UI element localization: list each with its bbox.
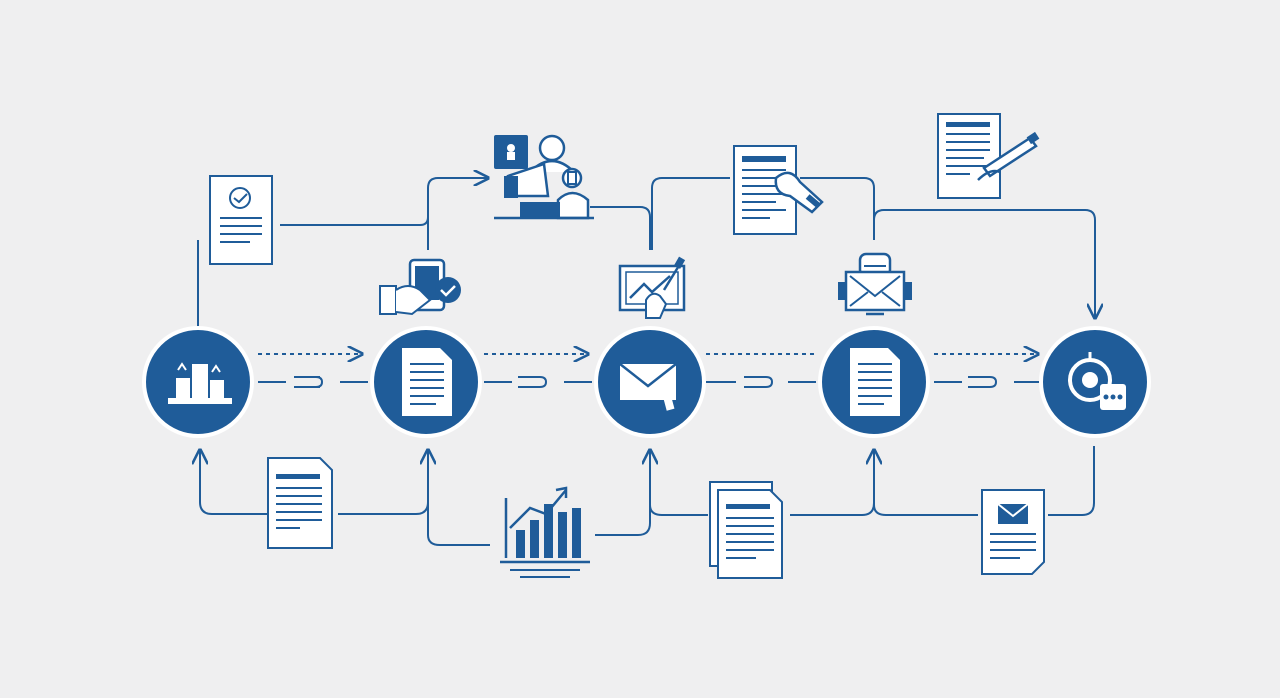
growth-chart-icon bbox=[500, 486, 590, 578]
office-building-icon bbox=[168, 362, 232, 404]
document-icon bbox=[402, 348, 452, 416]
document-icon bbox=[850, 348, 900, 416]
main-node-1 bbox=[142, 326, 254, 438]
mail-printer-icon bbox=[838, 252, 912, 316]
flow-3-4 bbox=[706, 353, 816, 388]
target-chat-icon bbox=[1068, 352, 1126, 410]
mobile-approval-icon bbox=[379, 258, 461, 316]
flow-1-2 bbox=[258, 354, 368, 388]
main-node-5 bbox=[1039, 326, 1151, 438]
email-signature-icon bbox=[619, 363, 677, 411]
marketing-team-icon bbox=[494, 134, 594, 220]
flow-2-3 bbox=[484, 354, 592, 388]
upper-connectors bbox=[197, 178, 1095, 330]
presentation-board-icon bbox=[618, 256, 686, 319]
stacked-documents-icon bbox=[709, 481, 783, 579]
letter-document-icon bbox=[981, 489, 1045, 575]
main-node-4 bbox=[818, 326, 930, 438]
main-node-3 bbox=[594, 326, 706, 438]
document-signing-icon bbox=[937, 113, 1040, 199]
contract-signing-icon bbox=[733, 145, 824, 235]
flow-4-5 bbox=[934, 354, 1040, 388]
main-node-2 bbox=[370, 326, 482, 438]
main-flow bbox=[258, 353, 1040, 388]
report-document-icon bbox=[209, 175, 273, 265]
lower-connectors bbox=[200, 446, 1095, 546]
text-document-icon bbox=[267, 457, 333, 549]
